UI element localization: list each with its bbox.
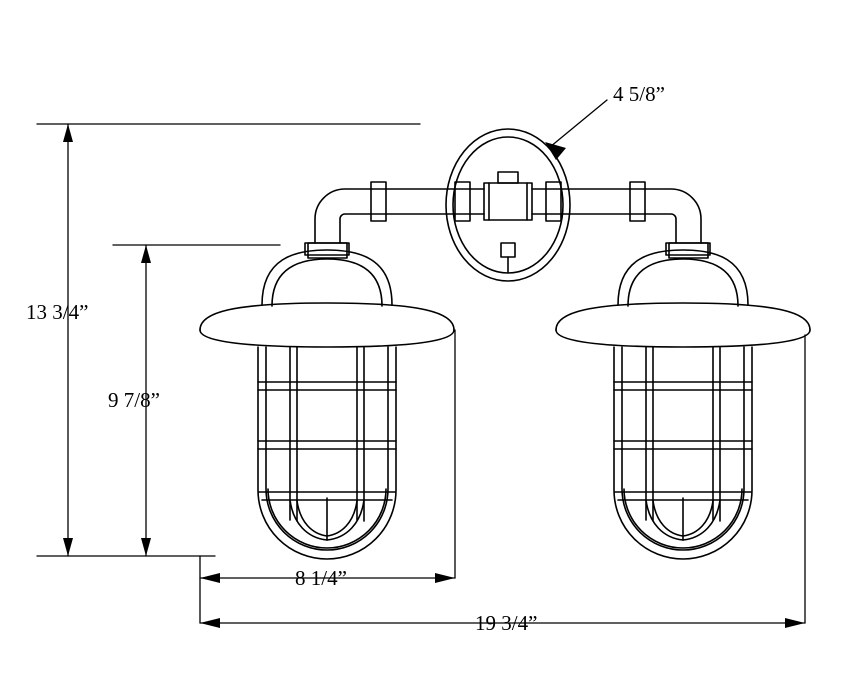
wall-backplate [445,128,571,282]
left-shade [199,242,455,348]
dimension-label-backplate-diameter: 4 5/8” [613,82,665,106]
dimension-label-shade-height: 9 7/8” [108,388,160,412]
dimension-arrowheads [63,124,805,628]
left-gooseneck-elbow [307,188,372,259]
dimension-label-overall-width: 19 3/4” [475,611,538,635]
right-gooseneck-elbow [644,188,709,259]
right-shade [555,242,811,348]
left-glass-guard [257,346,397,560]
right-glass-guard [613,346,753,560]
dimension-lines [36,123,806,624]
leader-line-backplate [549,99,608,148]
center-tee-fitting [483,171,533,221]
dimension-label-overall-height: 13 3/4” [26,300,89,324]
horizontal-pipe-arms [370,181,646,222]
dimension-label-shade-width: 8 1/4” [295,566,347,590]
